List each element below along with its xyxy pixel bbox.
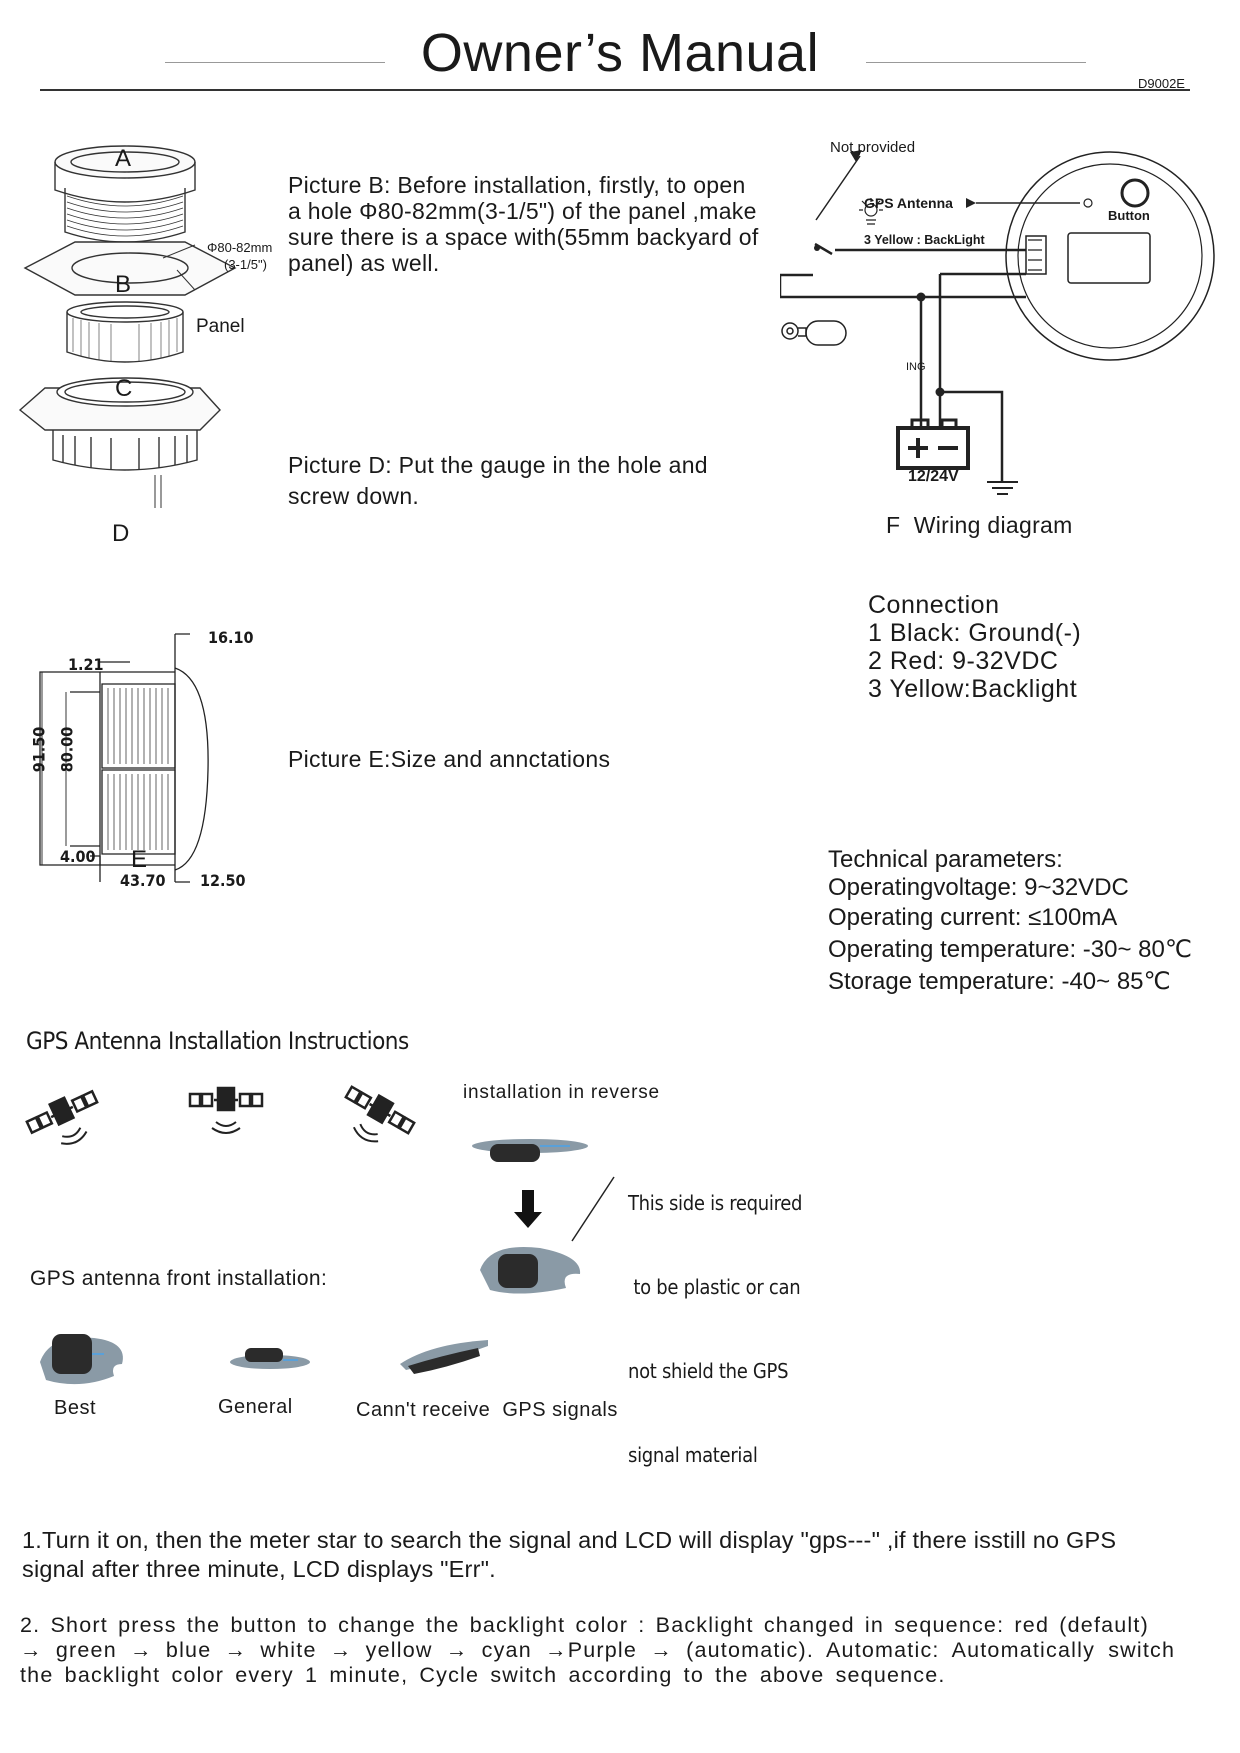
wiring-diagram-caption: F Wiring diagram (886, 512, 1073, 538)
gps-antenna-label: GPS Antenna (864, 195, 953, 211)
part-label-c: C (115, 375, 133, 402)
picture-b-line: a hole Φ80-82mm(3-1/5") of the panel ,ma… (288, 198, 757, 224)
front-installation-label: GPS antenna front installation: (30, 1267, 328, 1290)
backlight-bulb-icon (859, 198, 883, 225)
picture-e-label: E (131, 846, 148, 873)
antenna-general-drawing (230, 1348, 310, 1369)
instruction-2-line: → green → blue → white → yellow → cyan →… (20, 1638, 1176, 1662)
gps-section-heading: GPS Antenna Installation Instructions (26, 1027, 409, 1055)
hole-diameter-label: Φ80-82mm (207, 240, 273, 255)
button-label: Button (1108, 208, 1150, 223)
picture-d-text: Picture D: Put the gauge in the hole and… (288, 450, 768, 512)
dimension-drawing (39, 633, 209, 883)
dim-12-50: 12.50 (200, 871, 246, 890)
technical-item: Operating current: ≤100mA (828, 904, 1118, 931)
satellite-icons (25, 1085, 416, 1145)
picture-d-line: Picture D: Put the gauge in the hole and (288, 452, 708, 478)
part-b-panel-drawing (23, 241, 237, 296)
instruction-2-line: 2. Short press the button to change the … (20, 1613, 1149, 1637)
dim-80-00: 80.00 (57, 726, 77, 773)
leader-line (571, 1176, 615, 1242)
instruction-1: 1.Turn it on, then the meter star to sea… (22, 1526, 1222, 1584)
hole-diameter-inch-label: (3-1/5") (224, 257, 267, 272)
part-c-nut-drawing (66, 301, 184, 363)
instruction-1-line: 1.Turn it on, then the meter star to sea… (22, 1527, 1117, 1553)
instruction-2: 2. Short press the button to change the … (20, 1613, 1220, 1688)
dim-16-10: 16.10 (208, 628, 254, 647)
panel-label: Panel (196, 316, 245, 337)
shield-note-line: This side is required (628, 1191, 803, 1215)
header-rule (40, 89, 1190, 91)
picture-b-line: sure there is a space with(55mm backyard… (288, 224, 759, 250)
ignition-label: ING (906, 361, 926, 373)
document-code: D9002E (1138, 76, 1185, 91)
backlight-wire-label: 3 Yellow : BackLight (864, 233, 985, 247)
connection-title: Connection (868, 591, 1000, 619)
part-label-d: D (112, 520, 130, 547)
antenna-best-drawing (40, 1334, 123, 1385)
instruction-1-line: signal after three minute, LCD displays … (22, 1556, 496, 1582)
connection-item: 1 Black: Ground(-) (868, 619, 1082, 647)
dim-4-00: 4.00 (60, 847, 96, 866)
technical-title: Technical parameters: (828, 846, 1063, 873)
technical-parameters: Technical parameters: Operatingvoltage: … (828, 846, 1192, 998)
title-rule-left (165, 62, 385, 63)
part-label-a: A (115, 145, 132, 172)
satellite-icon (344, 1085, 416, 1143)
satellite-icon (188, 1086, 264, 1134)
antenna-general-label: General (218, 1396, 293, 1418)
technical-item: Storage temperature: -40~ 85℃ (828, 968, 1171, 995)
shield-note: This side is required to be plastic or c… (628, 1133, 802, 1497)
shield-note-line: to be plastic or can (628, 1275, 801, 1299)
instruction-2-line: the backlight color every 1 minute, Cycl… (20, 1663, 946, 1687)
connection-item: 2 Red: 9-32VDC (868, 647, 1059, 675)
battery-symbol (908, 418, 958, 458)
dim-1-21: 1.21 (68, 655, 104, 674)
part-label-b: B (115, 271, 132, 298)
antenna-best-label: Best (54, 1397, 97, 1419)
part-a-drawing (54, 145, 196, 243)
title-rule-right (866, 62, 1086, 63)
installation-reverse-label: installation in reverse (463, 1082, 660, 1103)
picture-d-line: screw down. (288, 483, 420, 509)
ignition-key-icon (781, 320, 847, 346)
part-d-assembly-drawing (18, 377, 221, 508)
picture-b-line: Picture B: Before installation, firstly,… (288, 172, 746, 198)
technical-item: Operatingvoltage: 9~32VDC (828, 874, 1129, 901)
front-install-illustrations (40, 1334, 488, 1385)
battery-voltage-label: 12/24V (908, 468, 959, 485)
satellite-icon (25, 1089, 99, 1145)
not-provided-label: Not provided (830, 139, 916, 156)
picture-b-text: Picture B: Before installation, firstly,… (288, 172, 808, 276)
wiring-diagram (780, 150, 1215, 495)
picture-b-line: panel) as well. (288, 250, 440, 276)
dim-91-50: 91.50 (29, 726, 49, 773)
connection-item: 3 Yellow:Backlight (868, 675, 1078, 703)
connection-block: Connection 1 Black: Ground(-) 2 Red: 9-3… (868, 591, 1081, 703)
picture-e-caption: Picture E:Size and annctations (288, 746, 611, 772)
reverse-install-illustration (472, 1139, 588, 1294)
shield-note-line: signal material (628, 1443, 758, 1467)
technical-item: Operating temperature: -30~ 80℃ (828, 936, 1192, 963)
page-title: Owner’s Manual (420, 23, 820, 83)
antenna-cannot-drawing (400, 1340, 488, 1374)
antenna-cannot-label: Cann't receive GPS signals (356, 1399, 618, 1421)
dim-43-70: 43.70 (120, 871, 166, 890)
shield-note-line: not shield the GPS (628, 1359, 789, 1383)
parts-illustration (18, 145, 237, 508)
